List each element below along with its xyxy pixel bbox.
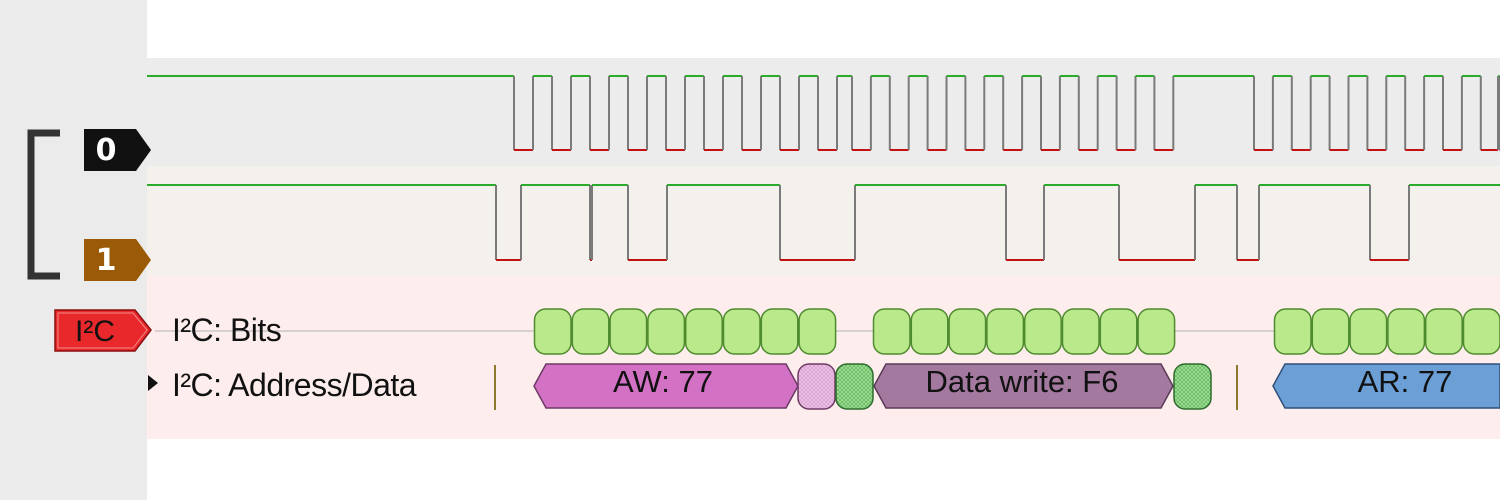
bits-row [533,308,1500,355]
bit-annotation[interactable] [1023,308,1062,355]
decoder-row-label-address-data: I²C: Address/Data [172,367,417,403]
bit-annotation[interactable] [1387,308,1426,355]
annotation-address-read-text: AR: 77 [1358,364,1453,399]
annotation-data-write-text: Data write: F6 [926,364,1119,399]
channel-0-tag[interactable]: 0 [84,129,151,171]
channel-1-trace [147,184,1500,261]
bit-annotation[interactable] [1061,308,1100,355]
bit-annotation[interactable] [872,308,911,355]
channel-group-bracket [27,129,60,280]
bit-annotation[interactable] [1273,308,1312,355]
annotation-address-write-text: AW: 77 [613,364,713,399]
bit-annotation[interactable] [986,308,1025,355]
bit-annotation[interactable] [1099,308,1138,355]
channel-0-number: 0 [96,133,117,168]
channel-1-tag[interactable]: 1 [84,239,151,281]
channel-0-trace [147,75,1500,151]
decoder-row-label-bits: I²C: Bits [172,312,282,348]
bit-annotation[interactable] [1349,308,1388,355]
channel-1-number: 1 [96,243,117,278]
bit-annotation[interactable] [798,308,837,355]
bit-annotation[interactable] [722,308,761,355]
annotation-data-write[interactable]: Data write: F6 [873,363,1174,409]
bit-annotation[interactable] [1311,308,1350,355]
bit-annotation[interactable] [609,308,648,355]
bit-annotation[interactable] [948,308,987,355]
expand-arrow-icon[interactable] [148,375,158,391]
annotation-address-write[interactable]: AW: 77 [533,363,799,409]
decoder-tag-label: I²C [75,315,115,348]
bit-annotation[interactable] [533,308,572,355]
bit-annotation[interactable] [910,308,949,355]
bit-annotation[interactable] [1137,308,1176,355]
bit-annotation[interactable] [1462,308,1500,355]
decoder-tag[interactable]: I²C [54,309,152,352]
annotation-address-read[interactable]: AR: 77 [1272,363,1500,409]
bit-annotation[interactable] [571,308,610,355]
bit-annotation[interactable] [684,308,723,355]
decoder-row [147,276,1500,439]
bit-annotation[interactable] [647,308,686,355]
annotation-ack[interactable] [1173,363,1212,410]
bit-annotation[interactable] [760,308,799,355]
annotation-ack[interactable] [835,363,874,410]
annotation-nack-hatched[interactable] [797,363,836,410]
bit-annotation[interactable] [1424,308,1463,355]
